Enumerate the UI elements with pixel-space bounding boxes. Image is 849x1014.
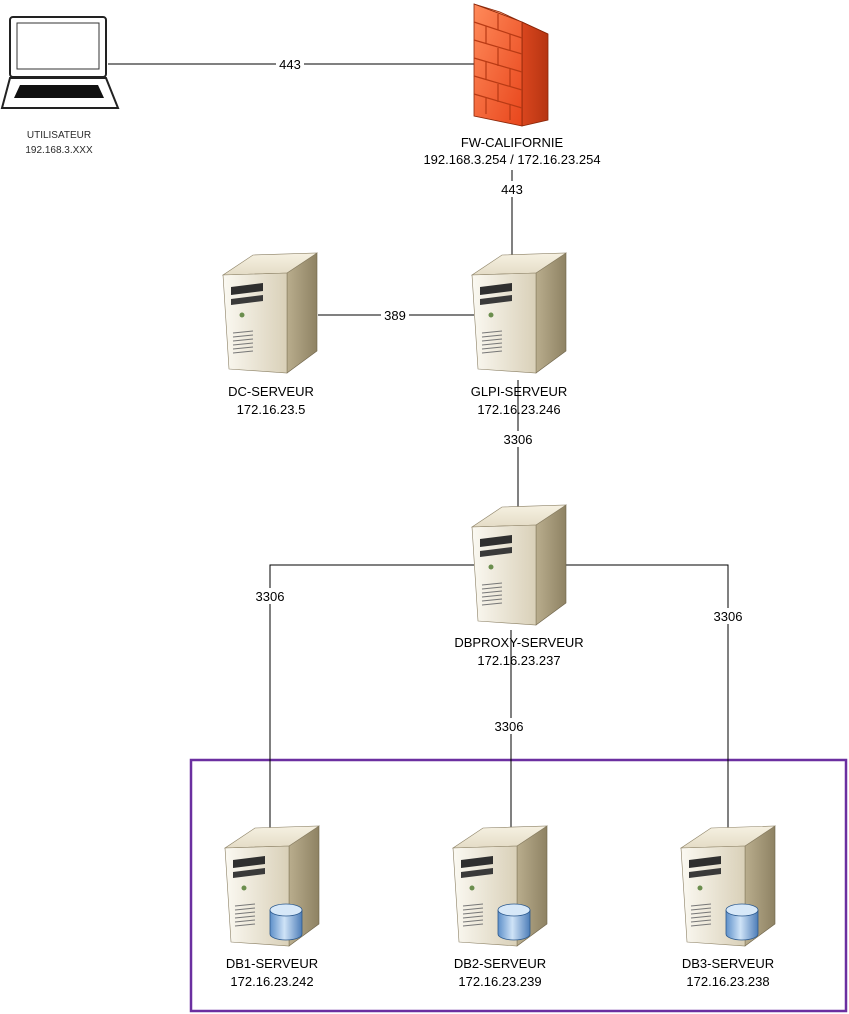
port-dbproxy-db1: 3306 — [256, 589, 285, 604]
link-dbproxy-db1 — [269, 564, 474, 830]
port-dc-glpi: 389 — [384, 308, 406, 323]
user-name: UTILISATEUR — [27, 130, 91, 141]
glpi-server-icon — [471, 252, 567, 374]
links — [108, 63, 729, 830]
db1-ip: 172.16.23.242 — [230, 974, 313, 989]
db1-database-icon — [269, 903, 303, 941]
firewall-name: FW-CALIFORNIE — [461, 135, 564, 150]
user-ip: 192.168.3.XXX — [25, 145, 93, 156]
dbproxy-server-icon — [471, 504, 567, 626]
glpi-name: GLPI-SERVEUR — [471, 384, 568, 399]
db3-ip: 172.16.23.238 — [686, 974, 769, 989]
db3-name: DB3-SERVEUR — [682, 956, 774, 971]
dbproxy-ip: 172.16.23.237 — [477, 653, 560, 668]
laptop-icon — [0, 16, 120, 109]
port-glpi-dbproxy: 3306 — [504, 432, 533, 447]
port-dbproxy-db3: 3306 — [714, 609, 743, 624]
db2-database-icon — [497, 903, 531, 941]
port-dbproxy-db2: 3306 — [495, 719, 524, 734]
port-user-fw: 443 — [279, 57, 301, 72]
db3-database-icon — [725, 903, 759, 941]
db1-name: DB1-SERVEUR — [226, 956, 318, 971]
link-dbproxy-db3 — [564, 564, 729, 830]
dc-server-icon — [222, 252, 318, 374]
dc-name: DC-SERVEUR — [228, 384, 314, 399]
firewall-icon — [473, 3, 549, 127]
db2-name: DB2-SERVEUR — [454, 956, 546, 971]
dc-ip: 172.16.23.5 — [237, 402, 306, 417]
glpi-ip: 172.16.23.246 — [477, 402, 560, 417]
port-labels: 443 443 389 3306 3306 3306 3306 — [252, 56, 746, 734]
firewall-ip: 192.168.3.254 / 172.16.23.254 — [423, 152, 600, 167]
db-cluster-frame — [189, 758, 848, 1013]
db2-ip: 172.16.23.239 — [458, 974, 541, 989]
dbproxy-name: DBPROXY-SERVEUR — [454, 635, 583, 650]
port-fw-glpi: 443 — [501, 182, 523, 197]
